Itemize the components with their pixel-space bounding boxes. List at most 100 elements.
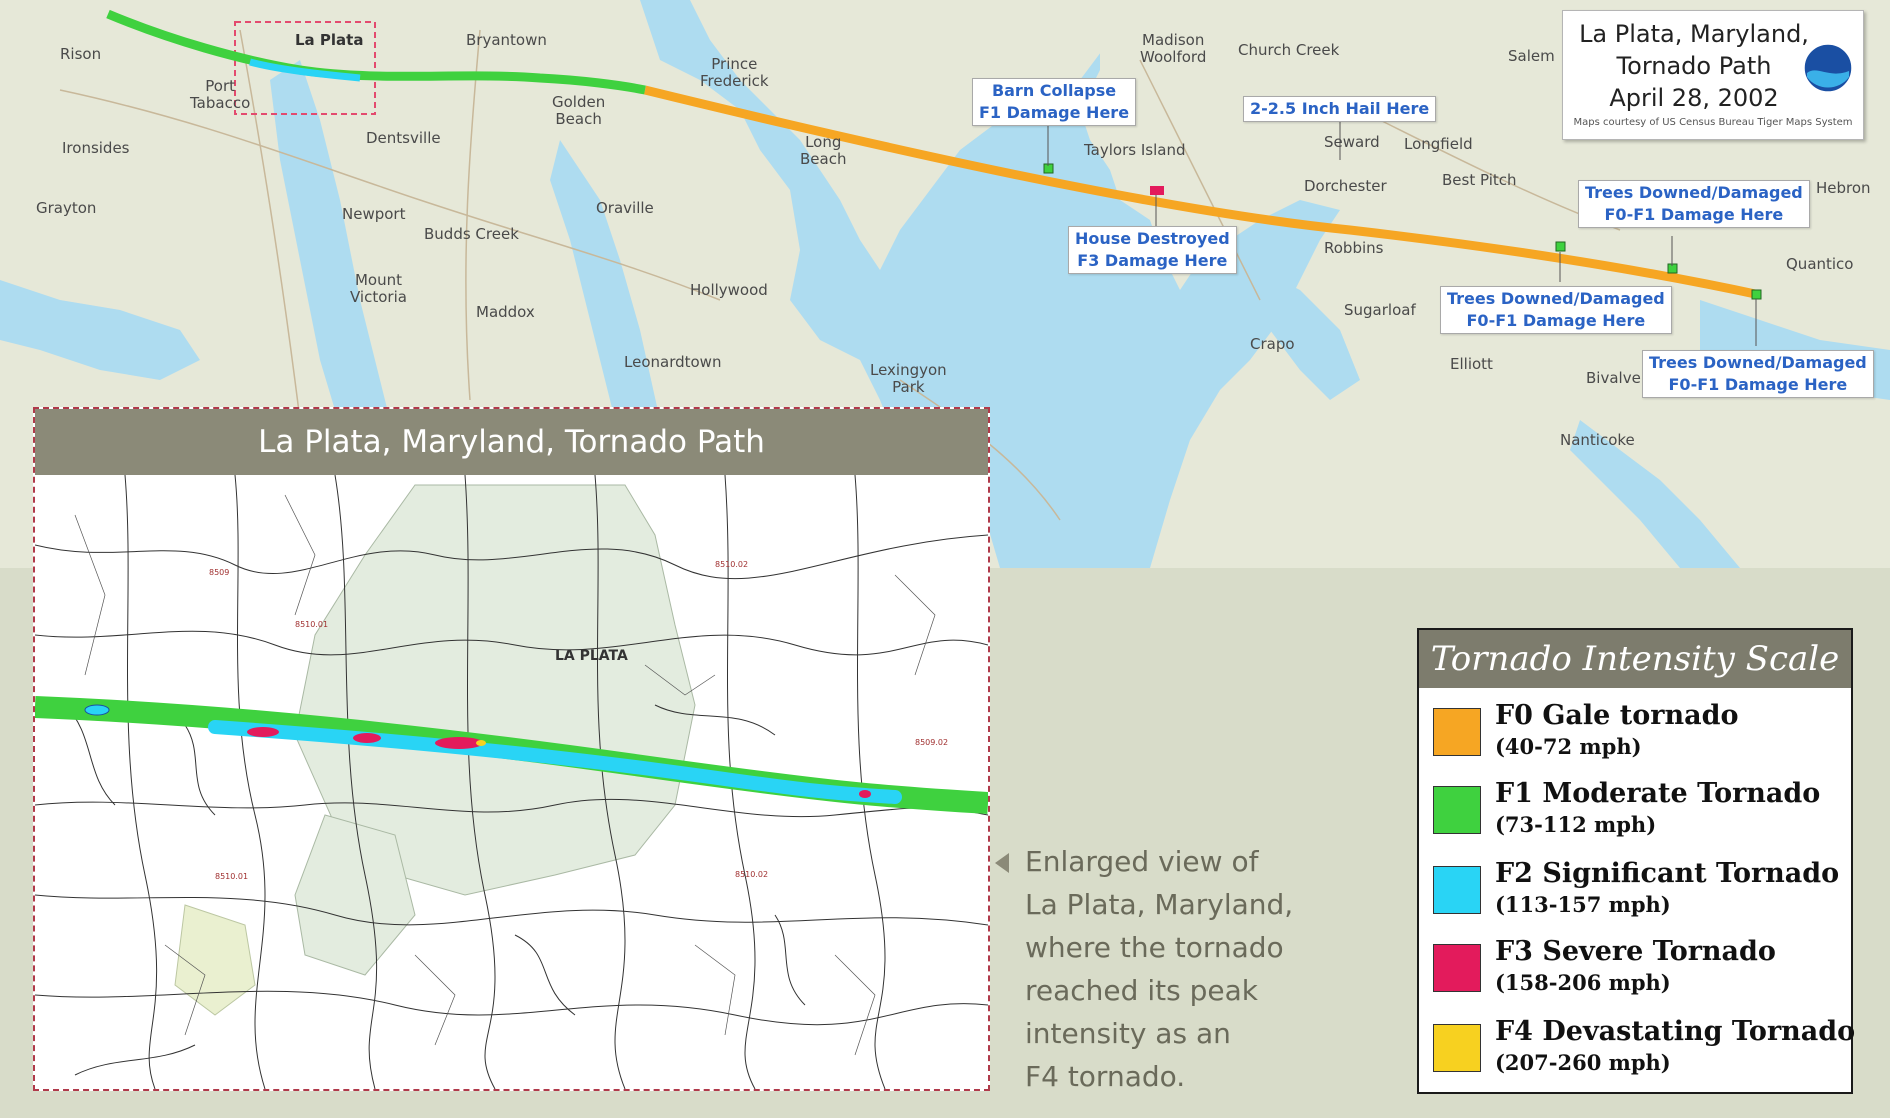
callout-trees-downed[interactable]: Trees Downed/Damaged F0-F1 Damage Here xyxy=(1578,180,1810,228)
census-tract-label: 8509 xyxy=(209,568,229,577)
callout-leaders xyxy=(1047,122,1757,346)
legend-swatch xyxy=(1433,1024,1481,1072)
place-label: Bryantown xyxy=(466,31,547,49)
place-label: Budds Creek xyxy=(424,225,519,243)
inset-street-map[interactable]: LA PLATA 8510.02 8510.01 8509 8510.01 85… xyxy=(35,475,988,1089)
legend-item-f3: F3 Severe Tornado (158-206 mph) xyxy=(1433,934,1843,1002)
legend-item-f2: F2 Significant Tornado (113-157 mph) xyxy=(1433,856,1843,924)
inset-path-f2-spot xyxy=(84,704,110,716)
inset-path-f4-spot xyxy=(476,740,486,746)
legend-name: F3 Severe Tornado xyxy=(1495,936,1776,967)
district-area xyxy=(174,904,256,1016)
census-tract-label: 8509.02 xyxy=(915,738,948,747)
tornado-path-inset[interactable] xyxy=(35,696,988,814)
inset-town-label: LA PLATA xyxy=(555,648,628,664)
path-segment-f1 xyxy=(106,9,646,95)
place-label: Best Pitch xyxy=(1442,171,1517,189)
place-label: Hollywood xyxy=(690,281,768,299)
legend-swatch xyxy=(1433,786,1481,834)
legend-name: F2 Significant Tornado xyxy=(1495,858,1840,889)
census-tract-label: 8510.01 xyxy=(295,620,328,629)
place-label: Madison Woolford xyxy=(1140,31,1207,66)
callout-trees-downed[interactable]: Trees Downed/Damaged F0-F1 Damage Here xyxy=(1440,286,1672,334)
pointer-arrow-icon xyxy=(995,853,1009,873)
minor-streets xyxy=(74,494,936,1056)
trees-marker[interactable] xyxy=(1751,289,1762,300)
place-label: Oraville xyxy=(596,199,654,217)
legend-range: (113-157 mph) xyxy=(1495,892,1671,917)
inset-path-f3-spot xyxy=(353,733,381,743)
legend-swatch xyxy=(1433,708,1481,756)
census-tract-label: 8510.02 xyxy=(735,870,768,879)
legend-swatch xyxy=(1433,944,1481,992)
legend-range: (207-260 mph) xyxy=(1495,1050,1671,1075)
place-label: Newport xyxy=(342,205,406,223)
enlarged-view-note: Enlarged view of La Plata, Maryland, whe… xyxy=(1025,845,1294,1093)
inset-path-f3-spot xyxy=(247,727,279,737)
district-area xyxy=(294,814,416,976)
legend-name: F4 Devastating Tornado xyxy=(1495,1016,1856,1047)
legend-swatch xyxy=(1433,866,1481,914)
place-label: Golden Beach xyxy=(552,93,606,128)
place-label: Salem xyxy=(1508,47,1555,65)
path-segment-f0 xyxy=(643,85,1761,300)
place-label: Prince Frederick xyxy=(700,55,769,90)
place-label: Maddox xyxy=(476,303,535,321)
map-date: April 28, 2002 xyxy=(1609,84,1779,112)
inset-title: La Plata, Maryland, Tornado Path xyxy=(35,409,988,475)
inset-path-f3-spot xyxy=(435,737,483,749)
callout-trees-downed[interactable]: Trees Downed/Damaged F0-F1 Damage Here xyxy=(1642,350,1874,398)
place-label: Seward xyxy=(1324,133,1380,151)
callout-house-destroyed[interactable]: House Destroyed F3 Damage Here xyxy=(1068,226,1237,274)
place-label: Taylors Island xyxy=(1084,141,1186,159)
inset-path-f2 xyxy=(208,720,902,804)
map-title-line: La Plata, Maryland, xyxy=(1579,20,1809,48)
place-label: Quantico xyxy=(1786,255,1854,273)
la-plata-district xyxy=(294,484,696,896)
place-label: Port Tabacco xyxy=(190,77,251,112)
callout-hail[interactable]: 2-2.5 Inch Hail Here xyxy=(1243,96,1437,122)
place-label: Mount Victoria xyxy=(350,271,407,306)
place-label: Bivalve xyxy=(1586,369,1641,387)
legend-name: F1 Moderate Tornado xyxy=(1495,778,1821,809)
place-label: Rison xyxy=(60,45,102,63)
legend-range: (73-112 mph) xyxy=(1495,812,1657,837)
street-network xyxy=(35,475,988,1089)
place-label: La Plata xyxy=(295,31,364,49)
place-label: Longfield xyxy=(1404,135,1473,153)
map-title-line: Tornado Path xyxy=(1616,52,1772,80)
legend-item-f0: F0 Gale tornado (40-72 mph) xyxy=(1433,698,1843,766)
legend-item-f4: F4 Devastating Tornado (207-260 mph) xyxy=(1433,1014,1855,1082)
legend-title: Tornado Intensity Scale xyxy=(1419,630,1851,688)
legend-range: (40-72 mph) xyxy=(1495,734,1642,759)
inset-map-panel: La Plata, Maryland, Tornado Path xyxy=(33,407,990,1091)
place-label: Elliott xyxy=(1450,355,1493,373)
legend-name: F0 Gale tornado xyxy=(1495,700,1739,731)
map-title-box: La Plata, Maryland, Tornado Path April 2… xyxy=(1562,10,1864,140)
place-label: Lexingyon Park xyxy=(870,361,947,396)
tornado-path-regional[interactable] xyxy=(106,9,1762,300)
place-label: Long Beach xyxy=(800,133,847,168)
place-label: Crapo xyxy=(1250,335,1295,353)
place-label: Ironsides xyxy=(62,139,130,157)
map-credit: Maps courtesy of US Census Bureau Tiger … xyxy=(1573,117,1853,128)
place-label: Dentsville xyxy=(366,129,441,147)
house-destroyed-marker[interactable] xyxy=(1150,186,1164,195)
place-label: Dorchester xyxy=(1304,177,1387,195)
trees-marker[interactable] xyxy=(1555,241,1566,252)
census-tract-label: 8510.02 xyxy=(715,560,748,569)
inset-path-f3-spot xyxy=(859,790,871,798)
path-segment-f2 xyxy=(249,58,361,82)
place-label: Grayton xyxy=(36,199,97,217)
census-tract-label: 8510.01 xyxy=(215,872,248,881)
callout-barn-collapse[interactable]: Barn Collapse F1 Damage Here xyxy=(972,78,1137,126)
place-label: Nanticoke xyxy=(1560,431,1635,449)
legend-item-f1: F1 Moderate Tornado (73-112 mph) xyxy=(1433,776,1843,844)
place-label: Sugarloaf xyxy=(1344,301,1416,319)
legend-range: (158-206 mph) xyxy=(1495,970,1671,995)
place-label: Robbins xyxy=(1324,239,1384,257)
place-label: Church Creek xyxy=(1238,41,1340,59)
intensity-legend: Tornado Intensity Scale F0 Gale tornado … xyxy=(1417,628,1855,1094)
place-label: Hebron xyxy=(1816,179,1871,197)
